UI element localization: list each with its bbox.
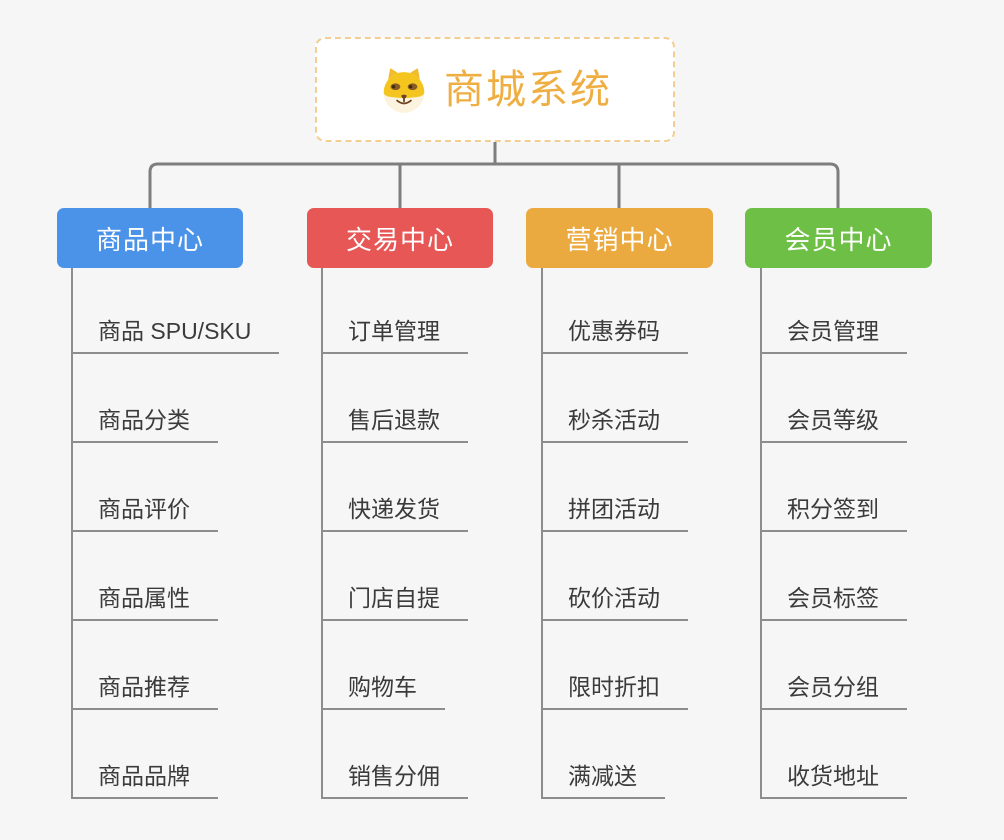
- leaf-node[interactable]: 商品评价: [71, 443, 218, 532]
- leaf-node[interactable]: 订单管理: [321, 268, 468, 354]
- dog-icon: [378, 64, 430, 116]
- leaf-label: 会员分组: [787, 674, 879, 700]
- leaf-label: 售后退款: [348, 407, 440, 433]
- root-title: 商城系统: [444, 67, 612, 112]
- leaf-node[interactable]: 商品分类: [71, 354, 218, 443]
- leaf-node[interactable]: 拼团活动: [541, 443, 688, 532]
- leaf-label: 商品 SPU/SKU: [98, 318, 252, 344]
- leaf-label: 门店自提: [348, 585, 440, 611]
- leaf-node[interactable]: 砍价活动: [541, 532, 688, 621]
- leaf-label: 商品属性: [98, 585, 190, 611]
- branch-node-marketing-center[interactable]: 营销中心: [526, 208, 713, 268]
- leaf-label: 会员标签: [787, 585, 879, 611]
- leaf-column-trade-center: 订单管理 售后退款 快递发货 门店自提 购物车 销售分佣: [321, 268, 468, 799]
- leaf-label: 优惠券码: [568, 318, 660, 344]
- leaf-label: 购物车: [348, 674, 417, 700]
- leaf-node[interactable]: 会员分组: [760, 621, 907, 710]
- leaf-node[interactable]: 商品 SPU/SKU: [71, 268, 280, 354]
- leaf-label: 销售分佣: [348, 763, 440, 789]
- leaf-column-product-center: 商品 SPU/SKU 商品分类 商品评价 商品属性 商品推荐 商品品牌: [71, 268, 280, 799]
- leaf-node[interactable]: 门店自提: [321, 532, 468, 621]
- branch-bus-line: [148, 162, 840, 208]
- leaf-column-marketing-center: 优惠券码 秒杀活动 拼团活动 砍价活动 限时折扣 满减送: [541, 268, 688, 799]
- leaf-node[interactable]: 会员标签: [760, 532, 907, 621]
- leaf-node[interactable]: 限时折扣: [541, 621, 688, 710]
- leaf-label: 商品分类: [98, 407, 190, 433]
- leaf-label: 快递发货: [348, 496, 440, 522]
- branch-label: 交易中心: [345, 224, 454, 255]
- branch-node-trade-center[interactable]: 交易中心: [307, 208, 493, 268]
- branch-label: 商品中心: [95, 224, 204, 255]
- leaf-node[interactable]: 收货地址: [760, 710, 907, 799]
- leaf-label: 收货地址: [787, 763, 879, 789]
- branch-node-product-center[interactable]: 商品中心: [57, 208, 243, 268]
- leaf-node[interactable]: 销售分佣: [321, 710, 468, 799]
- leaf-node[interactable]: 积分签到: [760, 443, 907, 532]
- leaf-label: 积分签到: [787, 496, 879, 522]
- leaf-label: 秒杀活动: [568, 407, 660, 433]
- leaf-label: 拼团活动: [568, 496, 660, 522]
- leaf-label: 订单管理: [348, 318, 440, 344]
- leaf-node[interactable]: 快递发货: [321, 443, 468, 532]
- branch-node-member-center[interactable]: 会员中心: [745, 208, 932, 268]
- leaf-node[interactable]: 商品品牌: [71, 710, 218, 799]
- leaf-label: 会员等级: [787, 407, 879, 433]
- leaf-node[interactable]: 售后退款: [321, 354, 468, 443]
- leaf-label: 商品品牌: [98, 763, 190, 789]
- leaf-node[interactable]: 秒杀活动: [541, 354, 688, 443]
- leaf-node[interactable]: 会员管理: [760, 268, 907, 354]
- leaf-label: 限时折扣: [568, 674, 660, 700]
- leaf-node[interactable]: 商品属性: [71, 532, 218, 621]
- branch-label: 营销中心: [565, 224, 674, 255]
- leaf-label: 砍价活动: [568, 585, 660, 611]
- leaf-node[interactable]: 满减送: [541, 710, 665, 799]
- leaf-label: 满减送: [568, 763, 637, 789]
- leaf-node[interactable]: 优惠券码: [541, 268, 688, 354]
- leaf-label: 会员管理: [787, 318, 879, 344]
- leaf-node[interactable]: 购物车: [321, 621, 445, 710]
- leaf-label: 商品推荐: [98, 674, 190, 700]
- leaf-node[interactable]: 商品推荐: [71, 621, 218, 710]
- branch-label: 会员中心: [784, 224, 893, 255]
- leaf-node[interactable]: 会员等级: [760, 354, 907, 443]
- leaf-column-member-center: 会员管理 会员等级 积分签到 会员标签 会员分组 收货地址: [760, 268, 907, 799]
- root-node[interactable]: 商城系统: [315, 37, 675, 142]
- leaf-label: 商品评价: [98, 496, 190, 522]
